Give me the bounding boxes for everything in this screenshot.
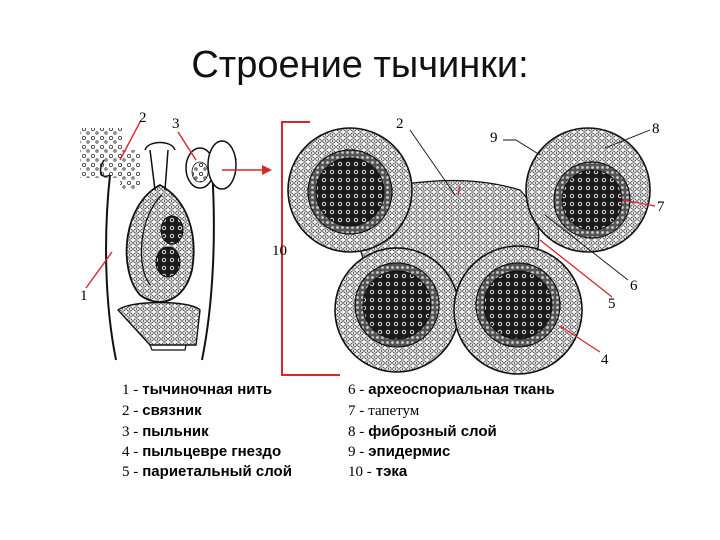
- pollen-cluster-mid: [120, 150, 140, 190]
- legend-item-5: 5 - париетальный слой: [122, 463, 292, 481]
- legend-num: 7 -: [348, 403, 365, 419]
- legend-text: пыльник: [142, 423, 209, 440]
- legend-text: париетальный слой: [142, 463, 292, 480]
- legend-num: 2 -: [122, 403, 139, 419]
- legend-num: 3 -: [122, 424, 139, 440]
- legend-text: тэка: [375, 463, 408, 480]
- label-cs-5: 5: [608, 296, 616, 312]
- label-cs-2: 2: [396, 116, 404, 132]
- label-cs-8: 8: [652, 121, 660, 137]
- legend-item-4: 4 - пыльцевре гнездо: [122, 443, 281, 461]
- label-cs-7: 7: [657, 199, 665, 215]
- legend-item-6: 6 - археоспориальная ткань: [348, 381, 555, 399]
- anther-cross-section: [281, 121, 656, 376]
- anther-sac-1: [160, 215, 184, 245]
- lobe-top-left: [287, 127, 413, 253]
- lobe-top-right: [525, 127, 651, 253]
- legend-text: пыльцевре гнездо: [142, 443, 282, 460]
- label-cs-9: 9: [490, 130, 498, 146]
- legend-num: 1 -: [122, 382, 139, 398]
- legend-item-10: 10 - тэка: [348, 463, 407, 481]
- legend-item-7: 7 - тапетум: [348, 402, 419, 420]
- legend-item-8: 8 - фиброзный слой: [348, 423, 497, 441]
- label-left-1: 1: [80, 288, 88, 304]
- stamen-base: [116, 301, 201, 346]
- page-title: Строение тычинки:: [191, 44, 529, 86]
- legend-item-3: 3 - пыльник: [122, 423, 209, 441]
- legend-item-1: 1 - тычиночная нить: [122, 381, 272, 399]
- anther-sac-2: [155, 246, 181, 278]
- legend-text: эпидермис: [368, 443, 451, 460]
- lobe-bottom-right: [453, 245, 583, 375]
- legend-num: 5 -: [122, 464, 139, 480]
- legend-item-2: 2 - связник: [122, 402, 202, 420]
- legend-text: тычиночная нить: [142, 381, 273, 398]
- legend-num: 10 -: [348, 464, 372, 480]
- legend-num: 6 -: [348, 382, 365, 398]
- legend-num: 4 -: [122, 444, 139, 460]
- label-cs-4: 4: [601, 352, 609, 368]
- label-left-3: 3: [172, 116, 180, 132]
- stamen-whole-drawing: [80, 121, 272, 361]
- label-cs-10: 10: [272, 243, 287, 259]
- legend-item-9: 9 - эпидермис: [348, 443, 450, 461]
- legend-text: связник: [142, 402, 202, 419]
- legend-num: 8 -: [348, 424, 365, 440]
- theca-bracket: [281, 121, 340, 376]
- legend-text: тапетум: [368, 403, 420, 419]
- label-left-2: 2: [139, 110, 147, 126]
- legend-text: фиброзный слой: [368, 423, 497, 440]
- legend-num: 9 -: [348, 444, 365, 460]
- label-cs-6: 6: [630, 278, 638, 294]
- lobe-bottom-left: [334, 247, 460, 373]
- legend-text: археоспориальная ткань: [368, 381, 555, 398]
